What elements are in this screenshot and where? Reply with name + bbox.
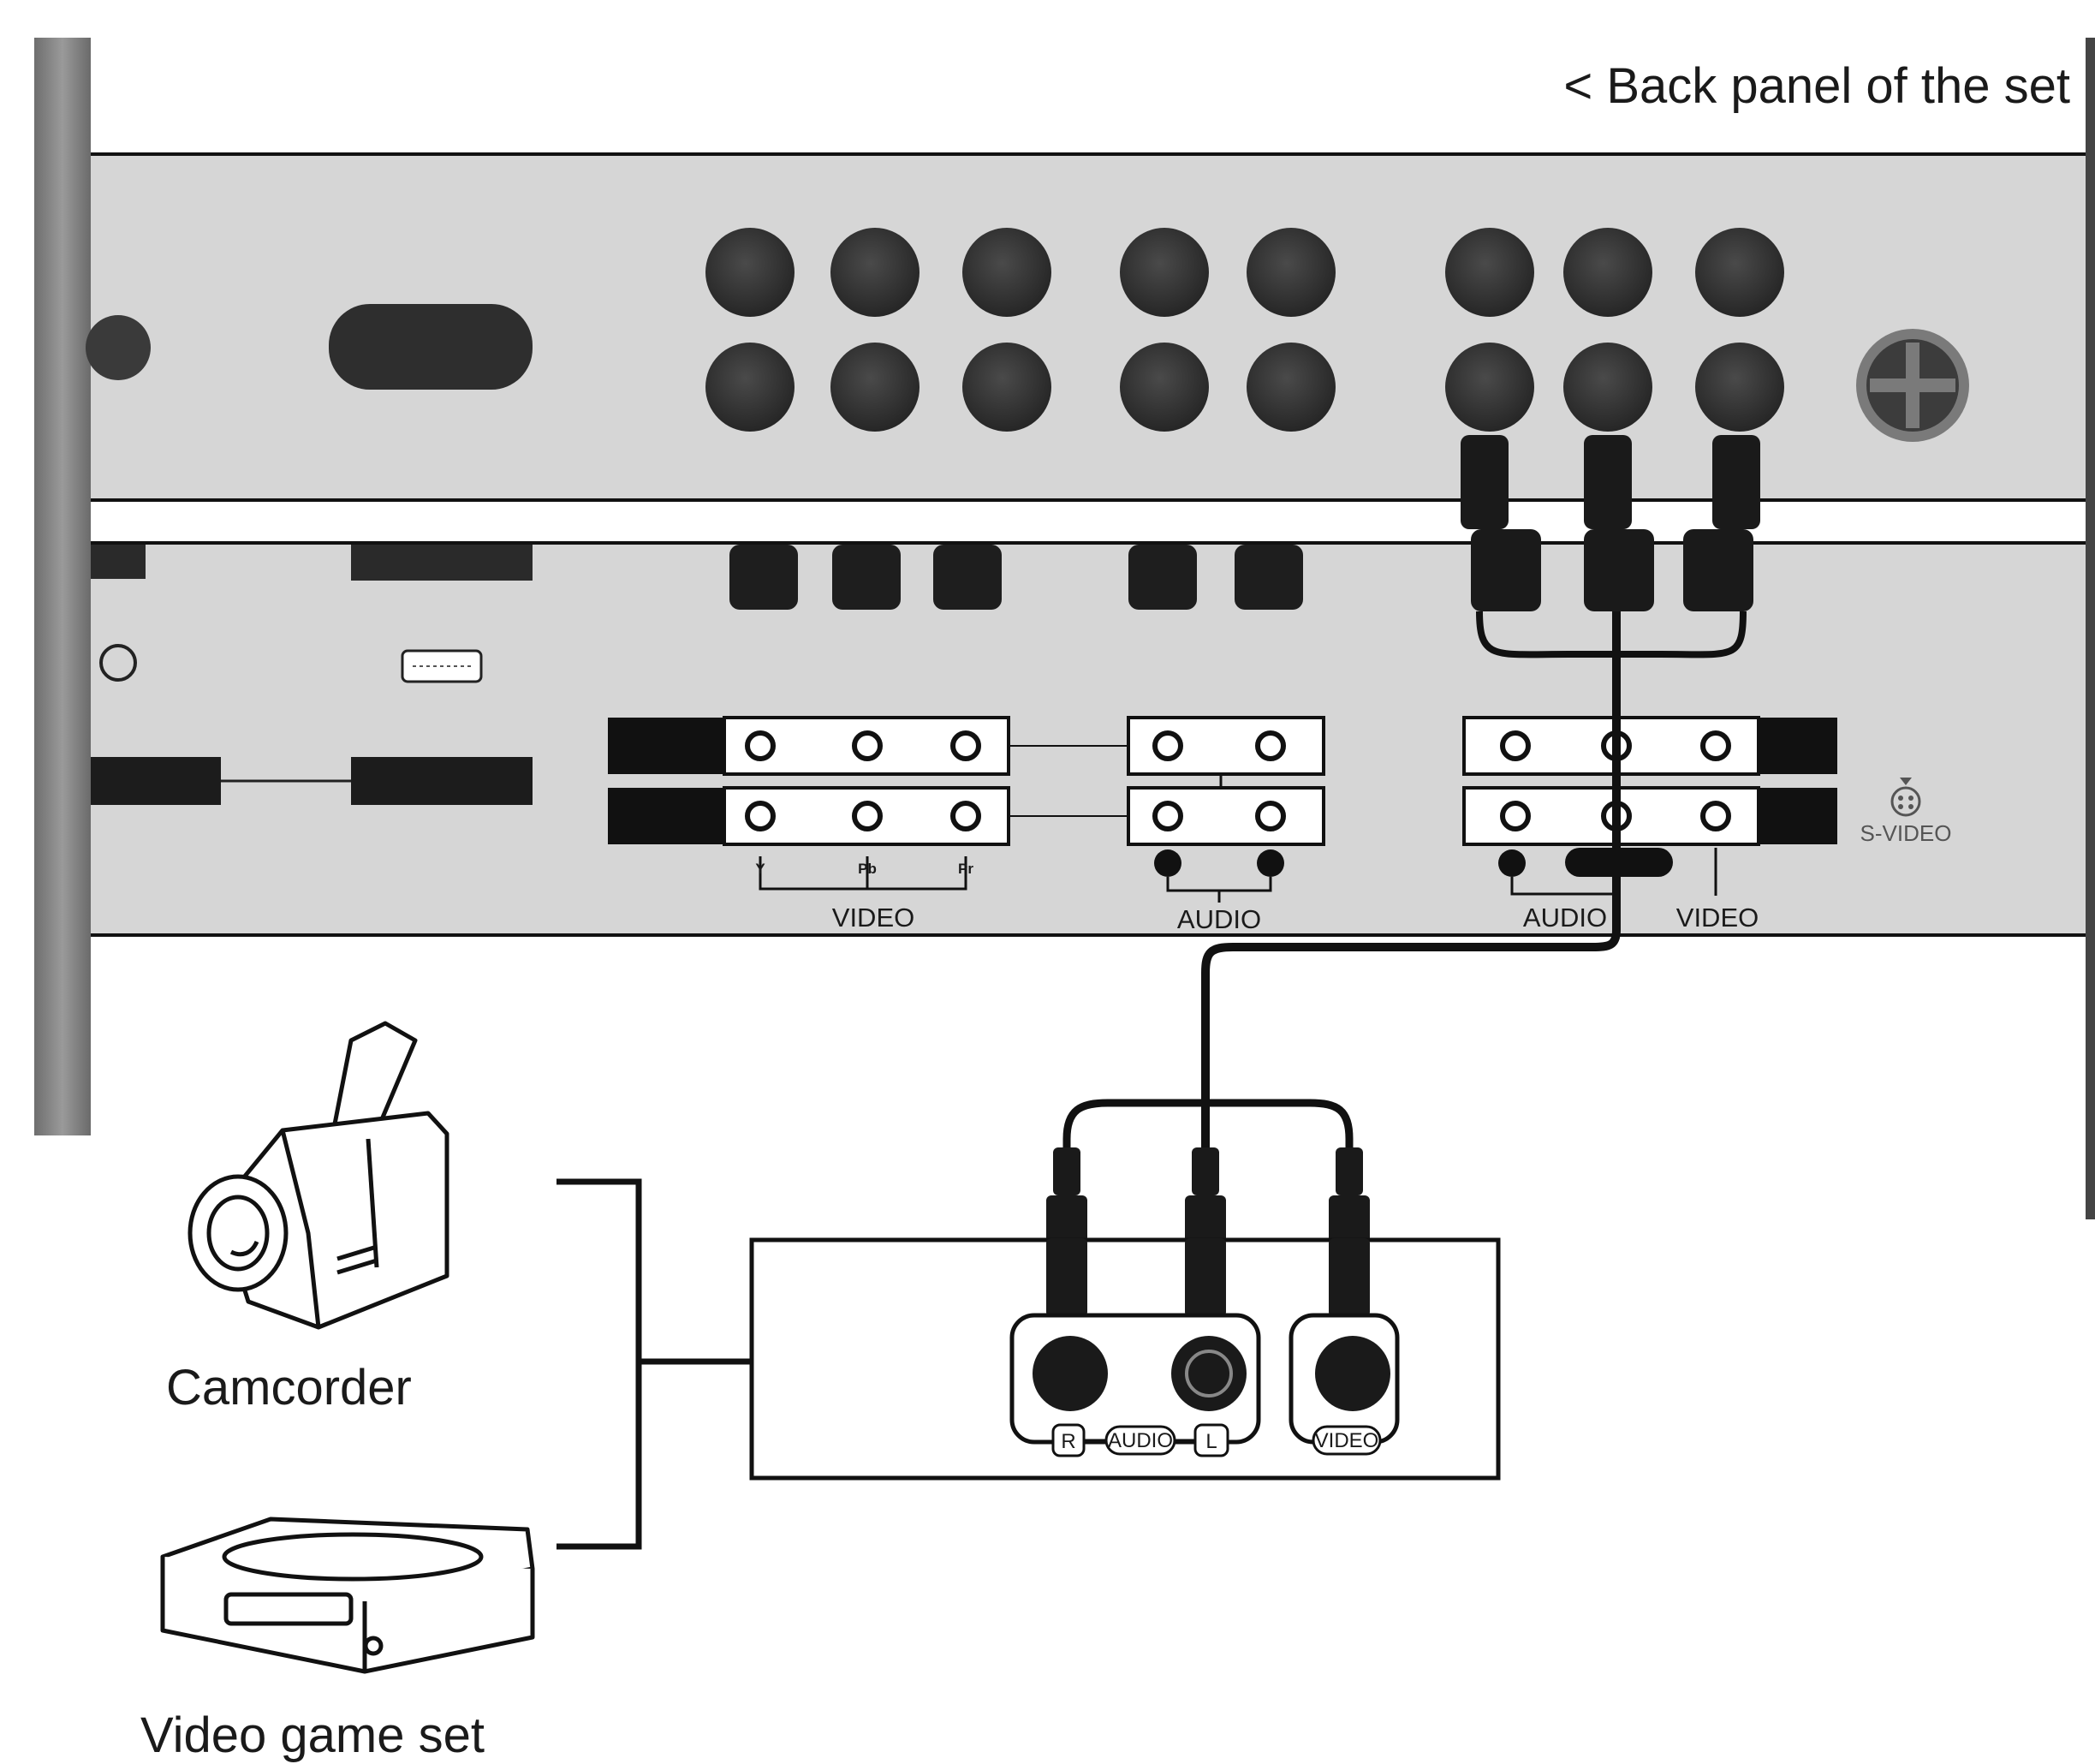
upper-rca-jacks [705, 228, 1784, 432]
device-bracket [556, 1178, 752, 1550]
component-pb-label: Pb [858, 861, 877, 877]
upper-screw [86, 315, 151, 380]
game-console-label: Video game set [140, 1707, 485, 1763]
page-title: < Back panel of the set [1563, 58, 2070, 114]
svideo-label: S-VIDEO [1860, 820, 1952, 846]
component-y-label: Y [755, 861, 765, 877]
upper-svideo-jack [1856, 329, 1969, 442]
source-video-label: VIDEO [1315, 1429, 1379, 1452]
panel-cable [1201, 435, 1760, 1165]
camcorder-icon [187, 1021, 449, 1330]
upper-panel [86, 152, 2095, 502]
upper-d-connector [329, 304, 533, 390]
av-video-label: VIDEO [1676, 903, 1759, 933]
svideo-jack-icon [1890, 778, 1921, 817]
source-audio-l-label: L [1205, 1430, 1217, 1453]
component-audio-block: AUDIO [1127, 716, 1325, 934]
component-input-block: Y Pb Pr VIDEO [608, 716, 1128, 933]
source-audio-r-label: R [1061, 1430, 1075, 1453]
panel-side-bar [34, 38, 91, 1135]
camcorder-label: Camcorder [166, 1360, 412, 1415]
source-audio-label: AUDIO [1108, 1429, 1173, 1452]
av-audio-label: AUDIO [1523, 903, 1607, 933]
source-output-panel: R AUDIO L VIDEO [749, 1237, 1501, 1481]
lower-panel: Y Pb Pr VIDEO AUDIO [91, 541, 2095, 937]
component-pr-label: Pr [958, 861, 973, 877]
game-console-icon [160, 1517, 535, 1674]
component-audio-label: AUDIO [1177, 904, 1261, 934]
component-video-label: VIDEO [832, 903, 914, 933]
